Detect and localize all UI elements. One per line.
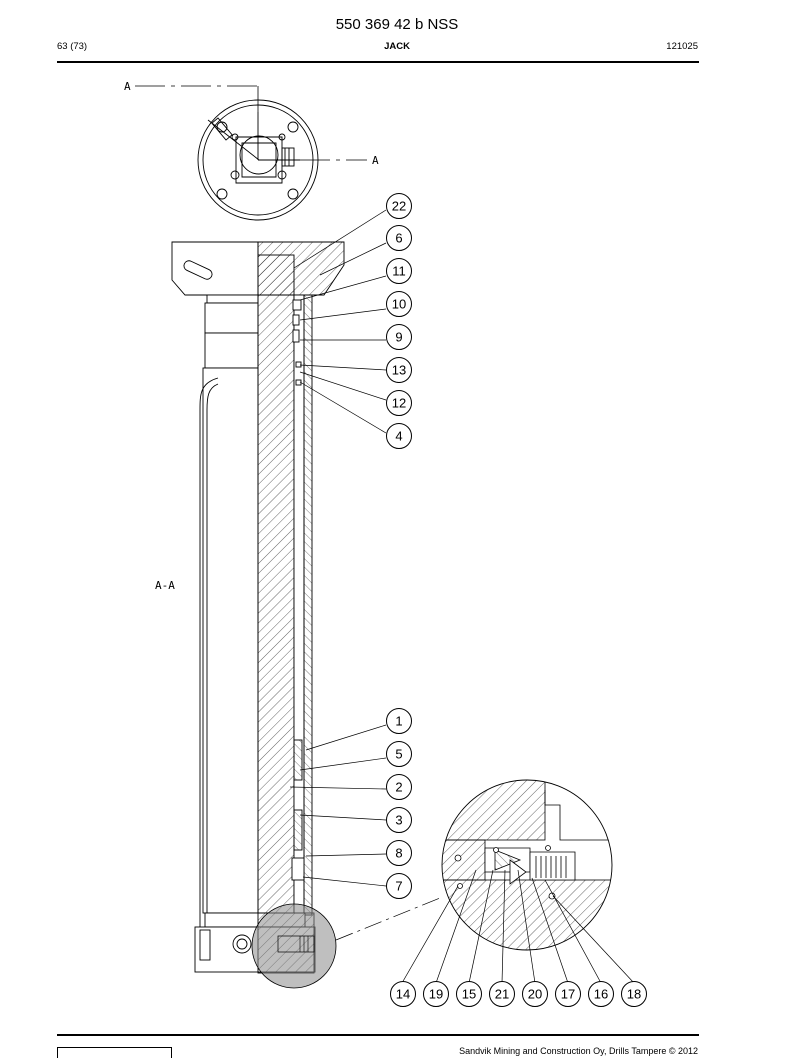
top-flange-view (197, 99, 319, 221)
callout-15: 15 (456, 981, 482, 1007)
callout-9: 9 (386, 324, 412, 350)
svg-text:5: 5 (395, 747, 402, 762)
svg-text:9: 9 (395, 330, 402, 345)
section-marker-right: A (372, 154, 379, 167)
svg-text:20: 20 (528, 987, 542, 1002)
callout-5: 5 (386, 741, 412, 767)
svg-text:1: 1 (395, 714, 402, 729)
svg-text:21: 21 (495, 987, 509, 1002)
svg-text:17: 17 (561, 987, 575, 1002)
footer-rule (57, 1034, 699, 1036)
section-title: JACK (384, 41, 410, 52)
callout-14: 14 (390, 981, 416, 1007)
callout-6: 6 (386, 225, 412, 251)
callout-4: 4 (386, 423, 412, 449)
svg-text:14: 14 (396, 987, 410, 1002)
callout-11: 11 (386, 258, 412, 284)
section-view-label: A-A (155, 579, 175, 592)
svg-text:7: 7 (395, 879, 402, 894)
cylinder-body (171, 241, 345, 974)
svg-text:3: 3 (395, 813, 402, 828)
page-number: 63 (73) (57, 41, 88, 52)
svg-text:12: 12 (392, 396, 406, 411)
svg-text:15: 15 (462, 987, 476, 1002)
callout-13: 13 (386, 357, 412, 383)
callout-10: 10 (386, 291, 412, 317)
callout-21: 21 (489, 981, 515, 1007)
svg-text:19: 19 (429, 987, 443, 1002)
svg-text:8: 8 (395, 846, 402, 861)
callout-1: 1 (386, 708, 412, 734)
svg-text:4: 4 (395, 429, 402, 444)
callout-22: 22 (386, 193, 412, 219)
document-code: 121025 (666, 41, 698, 52)
svg-text:6: 6 (395, 231, 402, 246)
callout-12: 12 (386, 390, 412, 416)
footer-copyright: Sandvik Mining and Construction Oy, Dril… (459, 1046, 698, 1056)
header-rule (57, 61, 699, 63)
section-marker-top: A (124, 80, 131, 93)
detail-highlight (251, 897, 441, 989)
section-line-a (135, 85, 367, 161)
detail-view (441, 779, 613, 951)
callout-2: 2 (386, 774, 412, 800)
svg-text:22: 22 (392, 199, 406, 214)
callout-20: 20 (522, 981, 548, 1007)
svg-text:2: 2 (395, 780, 402, 795)
leader-lines (289, 209, 635, 984)
callout-3: 3 (386, 807, 412, 833)
svg-text:18: 18 (627, 987, 641, 1002)
svg-text:11: 11 (392, 264, 406, 279)
callout-18: 18 (621, 981, 647, 1007)
svg-text:16: 16 (594, 987, 608, 1002)
callout-8: 8 (386, 840, 412, 866)
callout-16: 16 (588, 981, 614, 1007)
callout-7: 7 (386, 873, 412, 899)
document-title: 550 369 42 b NSS (335, 16, 459, 33)
svg-text:13: 13 (392, 363, 406, 378)
svg-text:10: 10 (392, 297, 406, 312)
callout-19: 19 (423, 981, 449, 1007)
callout-17: 17 (555, 981, 581, 1007)
